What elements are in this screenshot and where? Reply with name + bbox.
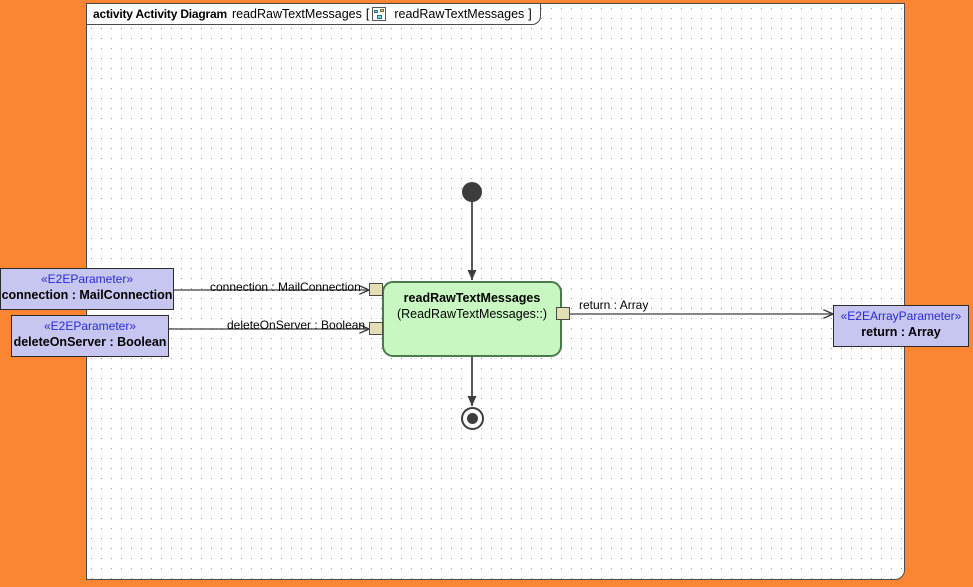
frame-qualified-name: readRawTextMessages xyxy=(394,7,525,21)
edge-label-deleteonserver: deleteOnServer : Boolean xyxy=(227,318,366,332)
edge-label-connection: connection : MailConnection xyxy=(210,280,361,294)
frame-header[interactable]: activity Activity Diagram readRawTextMes… xyxy=(86,3,541,25)
activity-node-subtitle: (ReadRawTextMessages::) xyxy=(396,307,548,321)
frame-keyword: activity Activity Diagram xyxy=(93,7,227,21)
parameter-label: connection : MailConnection xyxy=(1,288,173,302)
parameter-node-connection[interactable]: «E2EParameter» connection : MailConnecti… xyxy=(0,268,174,310)
diagram-frame xyxy=(86,3,905,580)
frame-name: readRawTextMessages xyxy=(231,7,362,21)
edge-label-return: return : Array xyxy=(579,298,649,312)
stereotype-label: «E2EParameter» xyxy=(43,319,137,333)
bracket-open: [ xyxy=(365,7,370,21)
input-pin-connection[interactable] xyxy=(369,283,383,296)
parameter-label: return : Array xyxy=(861,325,941,339)
input-pin-deleteonserver[interactable] xyxy=(369,322,383,335)
stereotype-label: «E2EArrayParameter» xyxy=(840,309,962,323)
activity-diagram-icon xyxy=(372,7,387,21)
activity-final-node[interactable] xyxy=(461,407,484,430)
output-pin-return[interactable] xyxy=(556,307,570,320)
activity-node-title: readRawTextMessages xyxy=(403,291,541,305)
parameter-node-return[interactable]: «E2EArrayParameter» return : Array xyxy=(833,305,969,347)
activity-node[interactable]: readRawTextMessages (ReadRawTextMessages… xyxy=(382,281,562,357)
parameter-label: deleteOnServer : Boolean xyxy=(13,335,167,349)
initial-node[interactable] xyxy=(462,182,482,202)
parameter-node-deleteonserver[interactable]: «E2EParameter» deleteOnServer : Boolean xyxy=(11,315,169,357)
stereotype-label: «E2EParameter» xyxy=(40,272,134,286)
bracket-close: ] xyxy=(528,7,532,21)
